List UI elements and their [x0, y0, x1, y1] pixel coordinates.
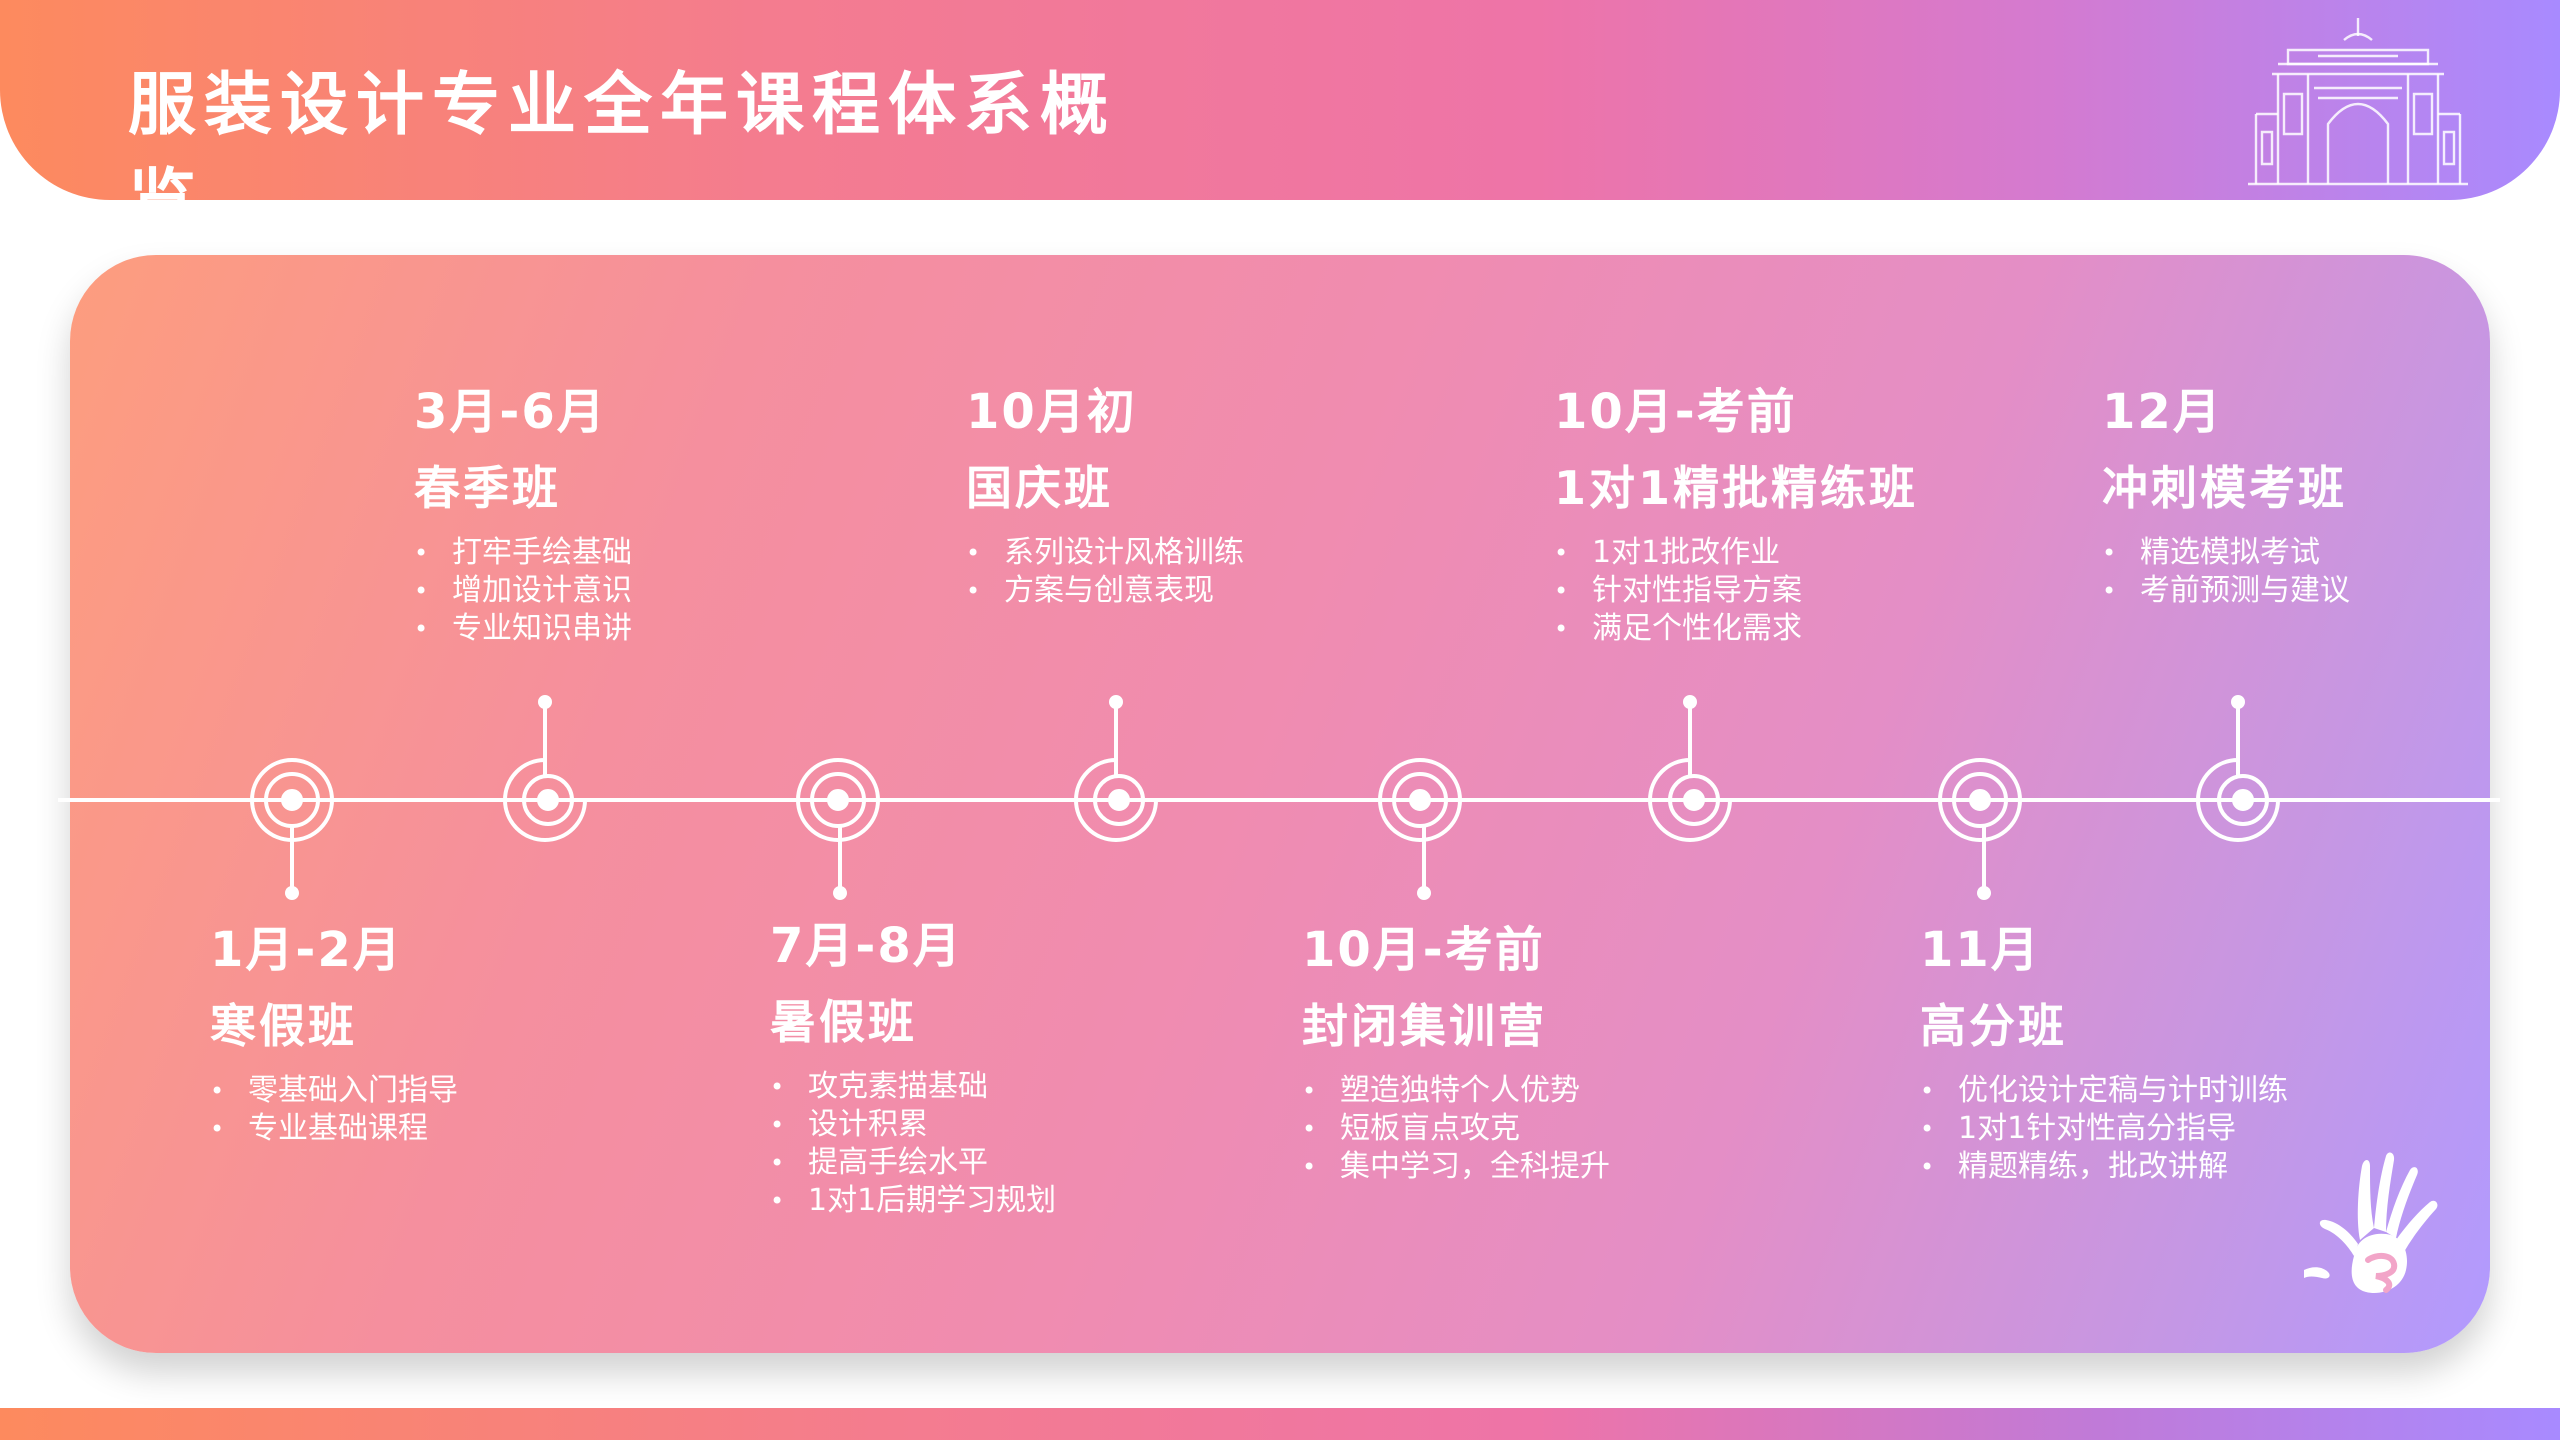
stage-date: 10月初	[966, 384, 1137, 440]
target-node-icon	[2196, 695, 2280, 842]
stage-items: 精选模拟考试 考前预测与建议	[2102, 534, 2350, 610]
stage-intensive-camp: 10月-考前 封闭集训营 塑造独特个人优势 短板盲点攻克 集中学习，全科提升	[1302, 922, 1610, 1186]
list-item: 系列设计风格训练	[966, 534, 1244, 572]
target-node-icon	[250, 758, 334, 900]
list-item: 提高手绘水平	[770, 1144, 1056, 1182]
page-title: 服装设计专业全年课程体系概览	[128, 66, 1117, 200]
list-item: 1对1针对性高分指导	[1920, 1110, 2288, 1148]
stage-name: 1对1精批精练班	[1554, 461, 1919, 515]
hand-print-icon	[2304, 1152, 2438, 1294]
stage-date: 11月	[1920, 922, 2041, 978]
stage-items: 塑造独特个人优势 短板盲点攻克 集中学习，全科提升	[1302, 1072, 1610, 1186]
list-item: 优化设计定稿与计时训练	[1920, 1072, 2288, 1110]
stage-date: 1月-2月	[210, 922, 403, 978]
university-gate-icon	[2248, 18, 2468, 186]
stage-name: 国庆班	[966, 461, 1113, 515]
list-item: 1对1后期学习规划	[770, 1182, 1056, 1220]
footer-bar	[0, 1408, 2560, 1440]
stage-date: 3月-6月	[414, 384, 607, 440]
stage-items: 系列设计风格训练 方案与创意表现	[966, 534, 1244, 610]
list-item: 零基础入门指导	[210, 1072, 458, 1110]
stage-name: 高分班	[1920, 999, 2067, 1053]
list-item: 考前预测与建议	[2102, 572, 2350, 610]
target-node-icon	[1378, 758, 1462, 900]
stage-summer-break: 7月-8月 暑假班 攻克素描基础 设计积累 提高手绘水平 1对1后期学习规划	[770, 918, 1056, 1220]
list-item: 攻克素描基础	[770, 1068, 1056, 1106]
list-item: 短板盲点攻克	[1302, 1110, 1610, 1148]
list-item: 增加设计意识	[414, 572, 632, 610]
stage-items: 攻克素描基础 设计积累 提高手绘水平 1对1后期学习规划	[770, 1068, 1056, 1220]
target-node-icon	[1648, 695, 1732, 842]
stage-date: 12月	[2102, 384, 2223, 440]
stage-national-day: 10月初 国庆班 系列设计风格训练 方案与创意表现	[966, 384, 1244, 610]
stage-items: 打牢手绘基础 增加设计意识 专业知识串讲	[414, 534, 632, 648]
stage-items: 1对1批改作业 针对性指导方案 满足个性化需求	[1554, 534, 1918, 648]
target-node-icon	[1938, 758, 2022, 900]
list-item: 设计积累	[770, 1106, 1056, 1144]
list-item: 专业基础课程	[210, 1110, 458, 1148]
list-item: 打牢手绘基础	[414, 534, 632, 572]
stage-name: 冲刺模考班	[2102, 461, 2347, 515]
stage-sprint-mock-exam: 12月 冲刺模考班 精选模拟考试 考前预测与建议	[2102, 384, 2350, 610]
list-item: 满足个性化需求	[1554, 610, 1918, 648]
stage-date: 10月-考前	[1554, 384, 1797, 440]
stage-name: 寒假班	[210, 999, 357, 1053]
list-item: 集中学习，全科提升	[1302, 1148, 1610, 1186]
target-node-icon	[1074, 695, 1158, 842]
stage-items: 零基础入门指导 专业基础课程	[210, 1072, 458, 1148]
stage-name: 春季班	[414, 461, 561, 515]
stage-items: 优化设计定稿与计时训练 1对1针对性高分指导 精题精练，批改讲解	[1920, 1072, 2288, 1186]
list-item: 精题精练，批改讲解	[1920, 1148, 2288, 1186]
stage-high-score: 11月 高分班 优化设计定稿与计时训练 1对1针对性高分指导 精题精练，批改讲解	[1920, 922, 2288, 1186]
list-item: 塑造独特个人优势	[1302, 1072, 1610, 1110]
stage-name: 暑假班	[770, 995, 917, 1049]
list-item: 精选模拟考试	[2102, 534, 2350, 572]
stage-spring: 3月-6月 春季班 打牢手绘基础 增加设计意识 专业知识串讲	[414, 384, 632, 648]
stage-date: 10月-考前	[1302, 922, 1545, 978]
stage-winter-break: 1月-2月 寒假班 零基础入门指导 专业基础课程	[210, 922, 458, 1148]
list-item: 专业知识串讲	[414, 610, 632, 648]
list-item: 针对性指导方案	[1554, 572, 1918, 610]
stage-name: 封闭集训营	[1302, 999, 1547, 1053]
target-node-icon	[796, 758, 880, 900]
list-item: 方案与创意表现	[966, 572, 1244, 610]
list-item: 1对1批改作业	[1554, 534, 1918, 572]
header-banner: 服装设计专业全年课程体系概览	[0, 0, 2560, 200]
stage-date: 7月-8月	[770, 918, 963, 974]
stage-one-on-one: 10月-考前 1对1精批精练班 1对1批改作业 针对性指导方案 满足个性化需求	[1554, 384, 1918, 648]
target-node-icon	[503, 695, 587, 842]
